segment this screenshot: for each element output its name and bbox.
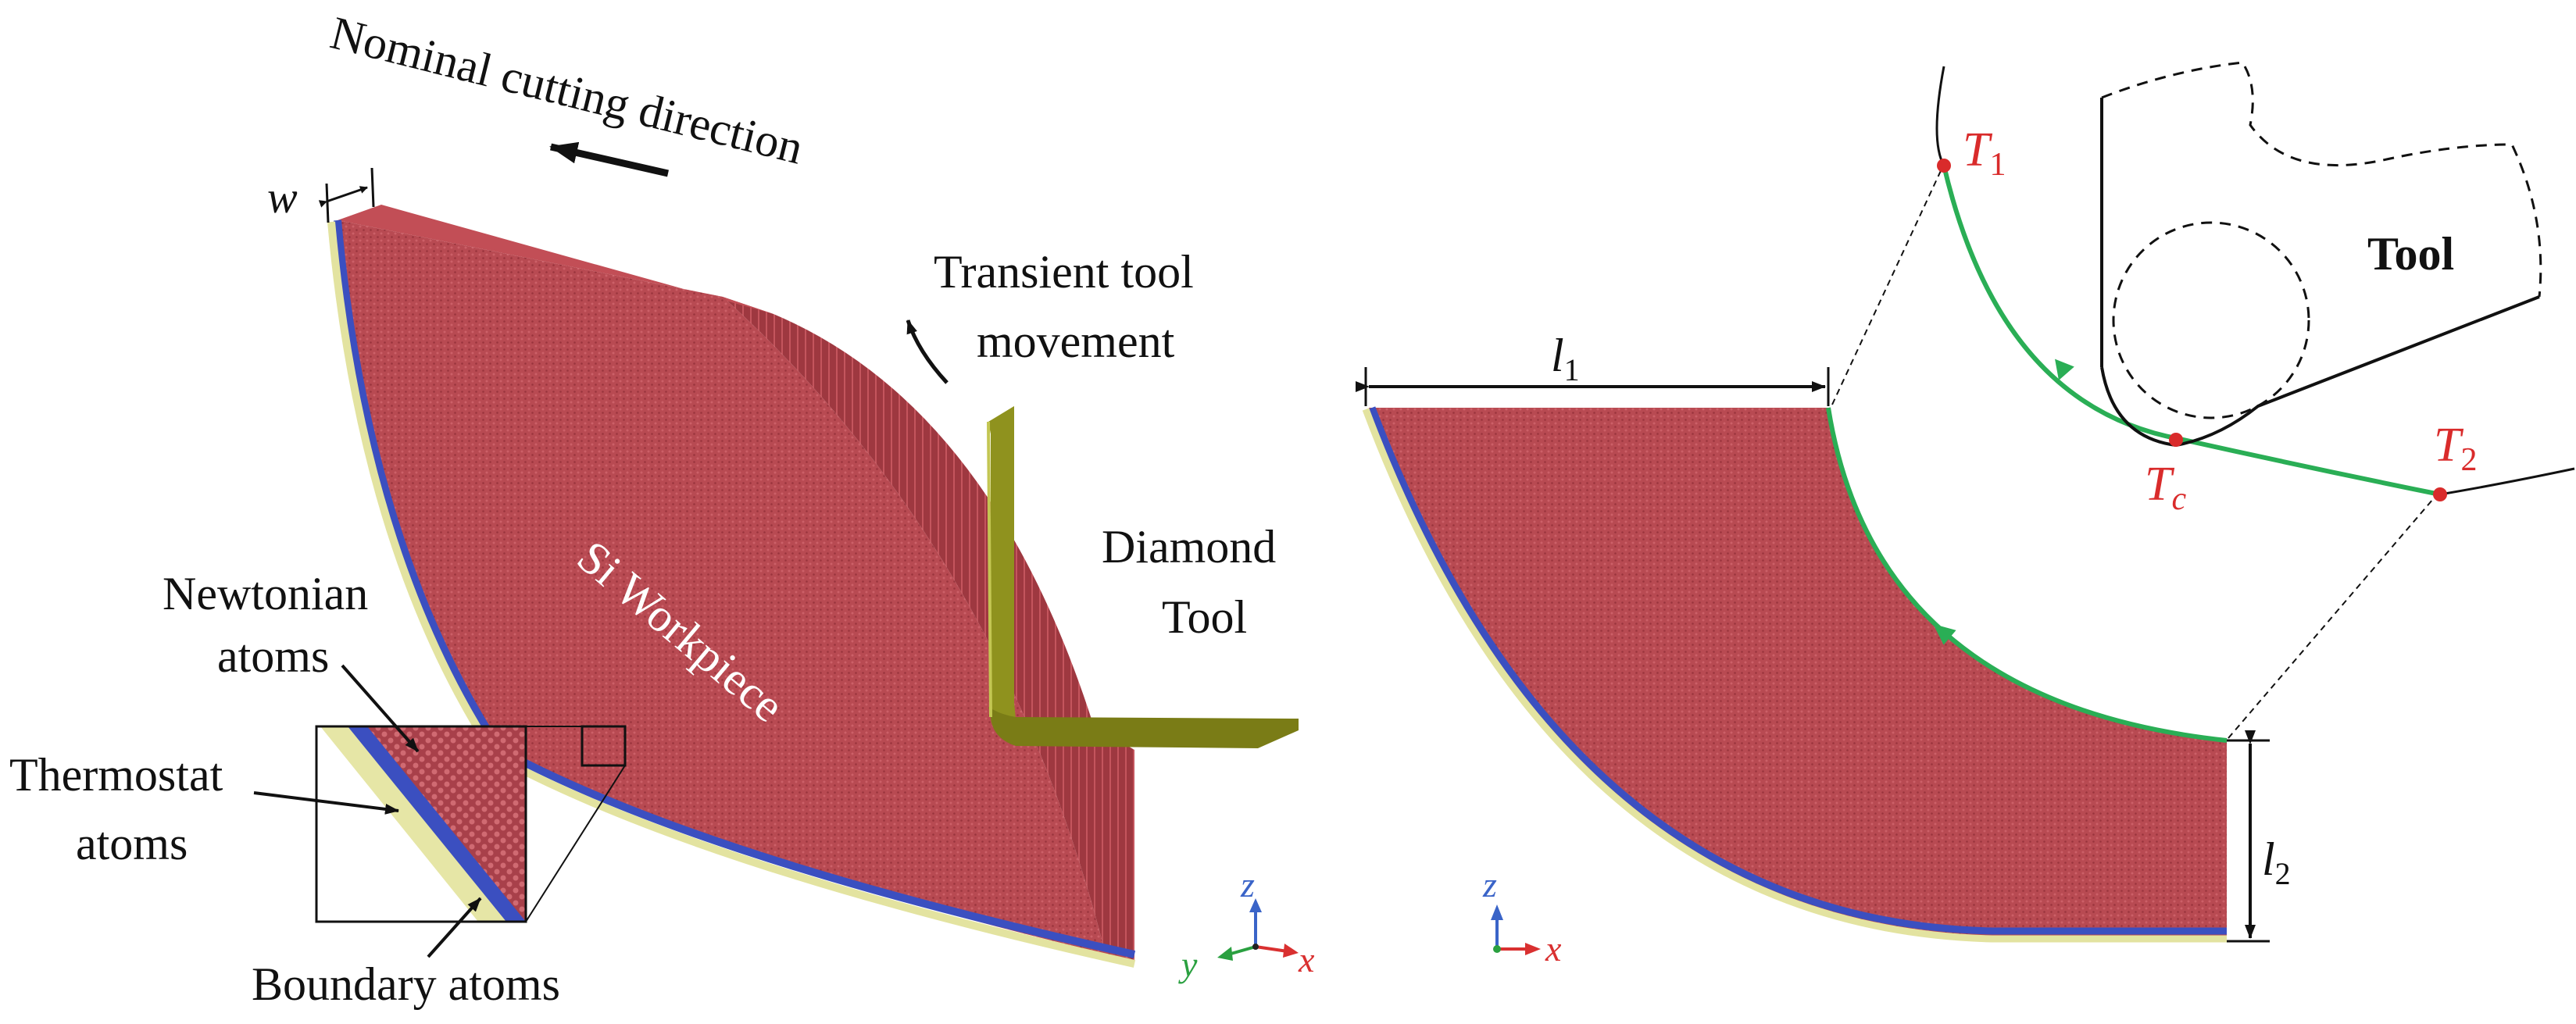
transient-movement-arrow — [906, 319, 949, 384]
width-symbol: w — [267, 172, 298, 223]
workpiece-side-face — [723, 297, 1134, 961]
cross-section-thermostat — [1368, 406, 2227, 935]
zoom-source-box — [581, 725, 627, 767]
cross-section-boundary — [1362, 408, 2227, 943]
diamond-tool-label-line2: Tool — [1162, 591, 1247, 643]
right-axes-triad: z x — [1482, 865, 1562, 969]
tool-label: Tool — [2367, 228, 2454, 280]
left-axis-y-arrow — [1227, 945, 1256, 956]
detail-cutting-path — [1942, 165, 2441, 497]
tool-outline-nose — [2100, 295, 2540, 448]
left-panel: w Nominal cutting direction Transient to… — [9, 7, 1315, 1010]
cutting-path-on-workpiece — [1826, 407, 2228, 743]
left-axis-x-arrow — [1255, 945, 1288, 953]
right-panel: l1 l2 Tool T1 Tc T2 — [1356, 61, 2575, 969]
cross-section-workpiece — [1369, 408, 2227, 937]
tool-edge-circle — [2112, 221, 2310, 419]
tc-label: Tc — [2145, 458, 2186, 517]
width-tick-left — [325, 183, 330, 223]
inset-zoom — [316, 726, 526, 922]
left-axis-y-label: y — [1178, 944, 1198, 984]
point-t2 — [2433, 487, 2447, 501]
thermostat-label-line2: atoms — [76, 818, 188, 869]
inset-frame — [315, 725, 527, 923]
workpiece-top-face — [338, 205, 774, 314]
t2-label: T2 — [2434, 419, 2477, 478]
zoom-line-bottom — [525, 765, 626, 922]
left-axes-triad: z y x — [1178, 865, 1315, 984]
right-axis-x-label: x — [1545, 929, 1562, 969]
l2-label: l2 — [2262, 833, 2291, 891]
newtonian-leader — [341, 664, 420, 753]
l1-label: l1 — [1551, 330, 1580, 387]
point-t1 — [1937, 159, 1951, 173]
cutting-path-arrowhead — [1933, 623, 1956, 645]
tool-horizontal-arm — [988, 707, 1299, 748]
reference-path-black-end — [2439, 467, 2575, 496]
newtonian-label-line1: Newtonian — [163, 568, 368, 619]
thermostat-label-line1: Thermostat — [9, 749, 223, 801]
left-axis-z-label: z — [1240, 865, 1255, 904]
point-tc — [2169, 433, 2183, 447]
tool-outline-dashed — [2101, 61, 2542, 298]
diamond-tool — [987, 406, 1299, 748]
left-axis-x-label: x — [1298, 940, 1315, 979]
boundary-leader — [427, 897, 482, 958]
width-tick-right — [370, 167, 375, 208]
diamond-tool-label-line1: Diamond — [1102, 521, 1276, 573]
thermostat-leader — [253, 791, 399, 815]
inset-boundary — [320, 726, 506, 922]
connector-t1 — [1831, 163, 1945, 405]
width-dimension-arrow — [318, 186, 368, 208]
nominal-cutting-direction-arrow — [549, 141, 669, 177]
tool-rake-highlight — [987, 421, 992, 718]
transient-label-line2: movement — [977, 316, 1175, 367]
reference-path-black — [1935, 66, 1945, 166]
connector-t2 — [2228, 493, 2438, 739]
newtonian-label-line2: atoms — [217, 630, 329, 682]
t1-label: T1 — [1963, 123, 2006, 183]
right-axis-z-label: z — [1482, 865, 1497, 904]
boundary-label: Boundary atoms — [252, 958, 560, 1010]
inset-thermostat — [344, 726, 526, 922]
workpiece-front-face — [338, 220, 1134, 961]
transient-label-line1: Transient tool — [934, 246, 1194, 298]
detail-path-arrowhead — [2055, 359, 2074, 380]
